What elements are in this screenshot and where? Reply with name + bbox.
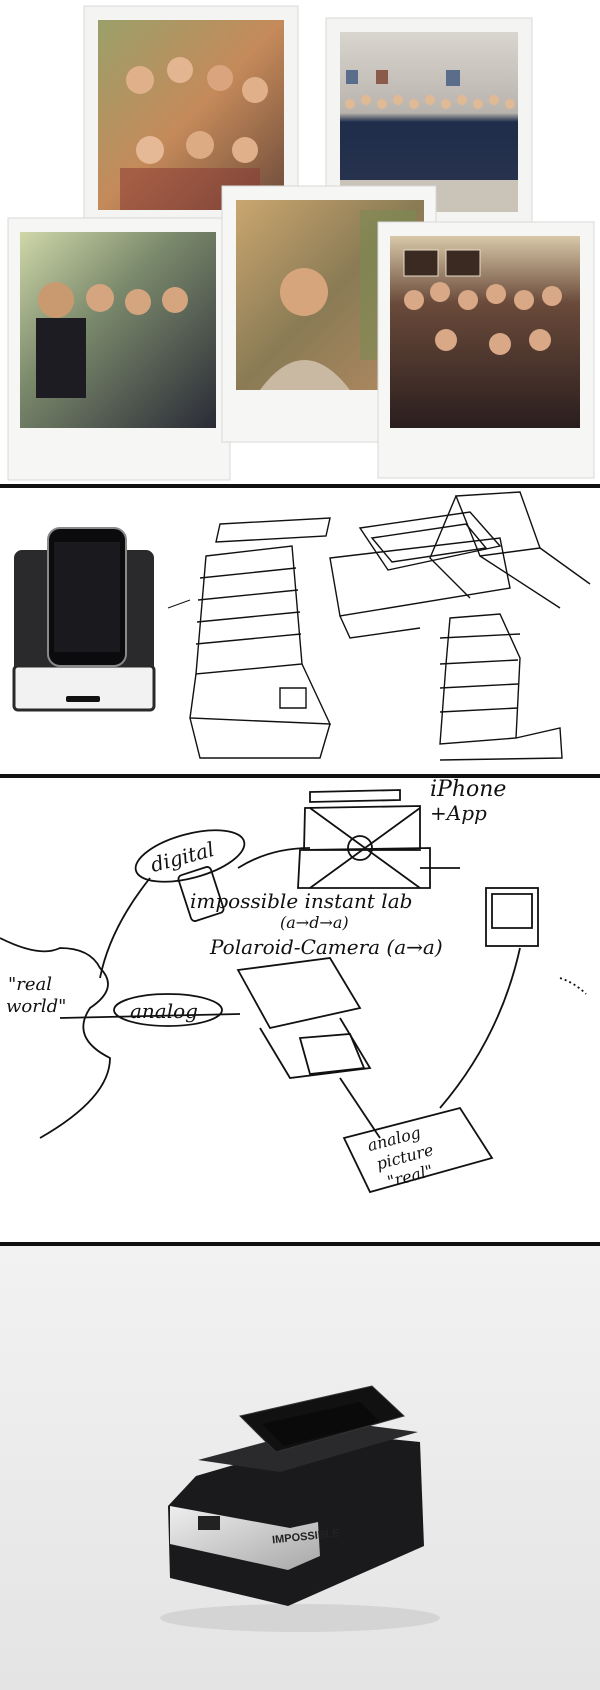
lab-sketch-1	[189, 517, 332, 759]
app-label: +App	[430, 801, 487, 825]
panel-separator	[0, 1242, 600, 1246]
polaroid-photo-3	[7, 217, 231, 481]
panel-separator	[0, 484, 600, 488]
sketch-arrow-icon	[439, 947, 521, 1109]
sketch-arrow-icon	[167, 599, 191, 609]
iphone-icon	[47, 527, 127, 667]
iphone-label: iPhone	[430, 778, 506, 802]
polaroid-collage	[7, 5, 595, 481]
device-sketch-panel	[0, 488, 600, 774]
polaroid-photo-5	[377, 221, 595, 479]
real-world-line	[0, 937, 111, 1139]
device-sketch	[12, 491, 591, 761]
lab-label: impossible instant lab	[190, 889, 412, 913]
lab-sketch-2	[329, 511, 511, 639]
sketch-arrow-icon	[237, 847, 311, 869]
lab-flow-label: (a→d→a)	[280, 913, 349, 932]
concept-sketch-panel: iPhone +App digital impossible instant l…	[0, 778, 600, 1242]
real-world-label-2: world"	[6, 996, 66, 1017]
panel-separator	[0, 774, 600, 778]
lab-sketch-3	[429, 491, 591, 761]
instant-lab-device-icon	[168, 1385, 424, 1606]
real-world-label-1: "real	[8, 974, 52, 995]
analog-bubble	[113, 993, 223, 1027]
digital-bubble	[134, 829, 246, 883]
concept-sketch: iPhone +App digital impossible instant l…	[0, 778, 587, 1194]
analog-label: analog	[130, 999, 198, 1023]
analog-picture-box	[342, 1106, 494, 1194]
digital-label: digital	[148, 837, 217, 877]
product-photo-panel: IMPOSSIBLE	[0, 1246, 600, 1690]
polaroid-print-sketch-icon	[485, 887, 539, 947]
phone-sketch-icon	[177, 866, 225, 922]
polaroid-collage-panel	[0, 0, 600, 482]
sketch-arrow-icon	[59, 1013, 241, 1019]
camera-label: Polaroid-Camera (a→a)	[209, 935, 443, 959]
product-photo: IMPOSSIBLE	[0, 1246, 600, 1690]
